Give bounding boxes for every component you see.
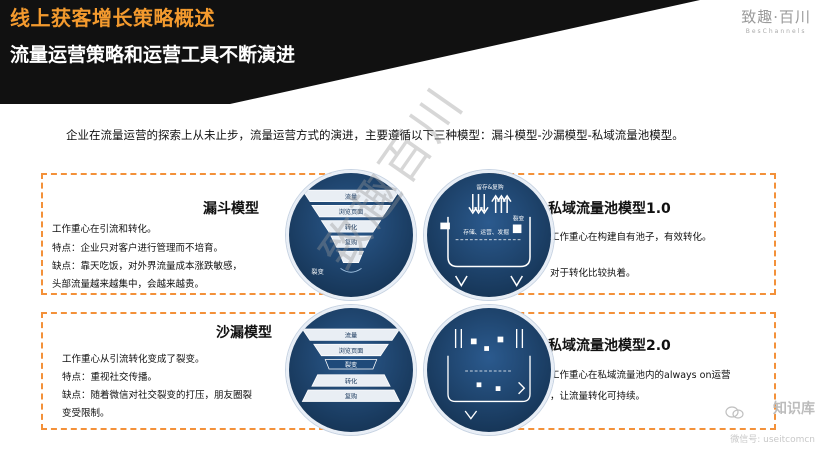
private-pool-v1-title: 私域流量池模型1.0 (548, 201, 671, 217)
private-pool-v2-title: 私域流量池模型2.0 (548, 338, 671, 354)
funnel-diagram: 流量 浏览页面 转化 复购 裂变 (286, 170, 416, 300)
funnel-model-line: 特点：企业只对客户进行管理而不培育。 (52, 243, 224, 254)
funnel-label: 裂变 (311, 268, 323, 276)
pool-label: 裂变 (513, 215, 525, 223)
header-band (0, 0, 700, 104)
hourglass-label: 转化 (345, 377, 357, 385)
hourglass-label: 流量 (345, 332, 357, 340)
page-subtitle: 流量运营策略和运营工具不断演进 (10, 44, 296, 66)
brand-logo: 致趣·百川 BesChannels (741, 6, 811, 35)
hourglass-label: 裂变 (345, 361, 357, 369)
credit-subtext: 微信号: useitcomcn (730, 435, 815, 445)
private-pool-v1-frame (488, 173, 776, 295)
funnel-label: 转化 (345, 223, 357, 231)
page-title: 线上获客增长策略概述 (10, 6, 215, 30)
private-pool-v1-line: 对于转化比较执着。 (550, 268, 636, 279)
funnel-model-frame (41, 173, 335, 295)
hourglass-model-line: 缺点：随着微信对社交裂变的打压，朋友圈裂 (62, 390, 253, 401)
funnel-model-line: 头部流量越来越集中，会越来越贵。 (52, 279, 205, 290)
intro-text: 企业在流量运营的探索上从未止步，流量运营方式的演进，主要遵循以下三种模型：漏斗模… (66, 128, 684, 142)
logo-subtext: BesChannels (745, 28, 807, 35)
wechat-icon (725, 406, 744, 419)
private-pool-v2-line: ，让流量转化可持续。 (550, 391, 646, 402)
hourglass-model-line: 工作重心从引流转化变成了裂变。 (62, 354, 205, 365)
hourglass-model-line: 特点：重视社交传播。 (62, 372, 158, 383)
hourglass-model-frame (41, 312, 335, 430)
credit-name: 知识库 (773, 401, 815, 417)
hourglass-model-line: 变受限制。 (62, 408, 110, 419)
private-pool-v2-line: 工作重心在私域流量池内的always on运营 (550, 370, 731, 381)
private-pool-v1-diagram: 留存&复购 裂变 存储、运营、发掘 (424, 170, 554, 300)
private-pool-v2-frame (488, 312, 776, 430)
funnel-model-line: 缺点：靠天吃饭，对外界流量成本涨跌敏感， (52, 261, 243, 272)
private-pool-v1-line: 工作重心在构建自有池子，有效转化。 (550, 232, 712, 243)
pool-label: 存储、运营、发掘 (463, 228, 509, 236)
funnel-model-title: 漏斗模型 (203, 201, 259, 217)
funnel-model-line: 工作重心在引流和转化。 (52, 224, 157, 235)
hourglass-model-title: 沙漏模型 (216, 325, 272, 341)
logo-text: 致趣·百川 (741, 8, 811, 26)
source-credit: 知识库 微信号: useitcomcn (730, 398, 815, 445)
hourglass-label: 浏览页面 (339, 347, 364, 355)
funnel-label: 流量 (345, 193, 357, 201)
private-pool-v2-diagram (424, 305, 554, 435)
funnel-label: 浏览页面 (339, 208, 364, 216)
hourglass-label: 复购 (345, 393, 357, 401)
funnel-label: 复购 (345, 239, 357, 247)
pool-label: 留存&复购 (476, 183, 504, 191)
hourglass-diagram: 流量 浏览页面 裂变 转化 复购 (286, 305, 416, 435)
